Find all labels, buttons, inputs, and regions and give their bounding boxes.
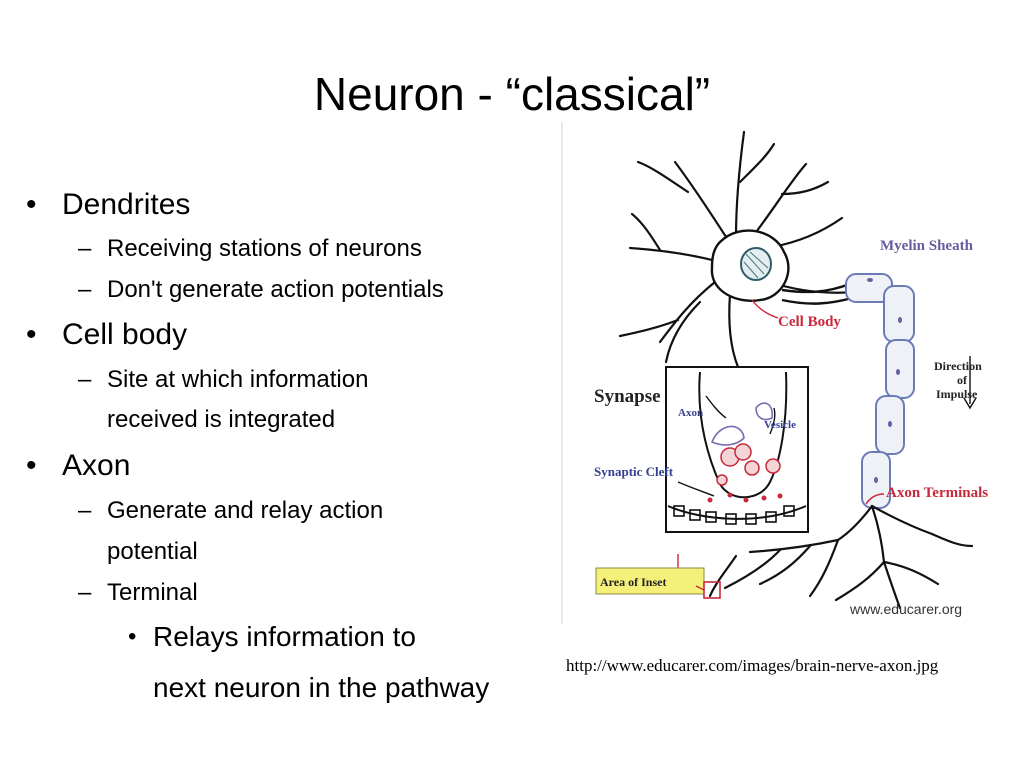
bullet-cell-body: Cell body xyxy=(62,318,188,351)
vesicle-outlines xyxy=(710,402,774,446)
sub-bullet-no-action-potentials: Don't generate action potentials xyxy=(107,276,444,303)
label-axon: Axon xyxy=(678,407,703,419)
sub-bullet-relays-line1: Relays information to xyxy=(153,621,417,652)
label-watermark: www.educarer.org xyxy=(849,601,962,617)
bullet-dendrites: Dendrites xyxy=(62,188,191,221)
label-axon-terminals: Axon Terminals xyxy=(886,485,988,501)
bullet-marker: • xyxy=(128,623,137,650)
sub-bullet-receiving: Receiving stations of neurons xyxy=(107,235,422,262)
neuron-illustration: Myelin Sheath Cell Body Direction of Imp… xyxy=(561,122,988,624)
label-synaptic-cleft: Synaptic Cleft xyxy=(594,464,674,479)
dash-marker: – xyxy=(78,366,92,393)
bullet-marker: • xyxy=(26,318,37,351)
myelin-nuclei xyxy=(867,278,902,483)
axon-terminals-drawing xyxy=(708,504,974,610)
sub-bullet-site-line1: Site at which information xyxy=(107,366,369,393)
sub-bullet-site-line2: received is integrated xyxy=(107,406,336,433)
neurotransmitter-dots xyxy=(707,492,783,503)
dash-marker: – xyxy=(78,276,92,303)
label-direction-1: Direction xyxy=(934,359,982,373)
label-arrows xyxy=(677,356,977,497)
myelin-sheath-segments xyxy=(845,273,915,509)
label-myelin-sheath: Myelin Sheath xyxy=(880,238,974,254)
bullet-marker: • xyxy=(26,449,37,482)
dash-marker: – xyxy=(78,497,92,524)
label-direction-2: of xyxy=(957,373,968,387)
vesicles xyxy=(716,443,781,486)
label-direction-3: Impulse xyxy=(936,387,978,401)
nucleus xyxy=(740,247,772,281)
synapse-terminal-outline xyxy=(698,371,788,499)
area-of-inset-pointer xyxy=(695,585,705,591)
label-area-of-inset: Area of Inset xyxy=(600,575,666,589)
area-of-inset-highlight xyxy=(595,567,705,595)
slide-title: Neuron - “classical” xyxy=(313,68,711,120)
axon-start xyxy=(781,282,851,294)
source-url: http://www.educarer.com/images/brain-ner… xyxy=(566,656,939,675)
bullet-axon: Axon xyxy=(62,449,131,482)
dash-marker: – xyxy=(78,235,92,262)
dash-marker: – xyxy=(78,579,92,606)
label-synapse: Synapse xyxy=(594,386,661,407)
axon-start-lower xyxy=(781,296,853,305)
sub-bullet-terminal: Terminal xyxy=(107,579,198,606)
neuron-diagram: Myelin Sheath Cell Body Direction of Imp… xyxy=(560,122,1024,624)
sub-bullet-generate-line2: potential xyxy=(107,538,198,565)
bullet-marker: • xyxy=(26,188,37,221)
label-vesicle: Vesicle xyxy=(764,419,796,431)
sub-bullet-relays-line2: next neuron in the pathway xyxy=(153,672,490,703)
sub-bullet-generate-line1: Generate and relay action xyxy=(107,497,384,524)
nucleus-texture xyxy=(743,251,769,279)
postsynaptic-membrane xyxy=(667,505,807,520)
label-cell-body: Cell Body xyxy=(778,314,841,330)
